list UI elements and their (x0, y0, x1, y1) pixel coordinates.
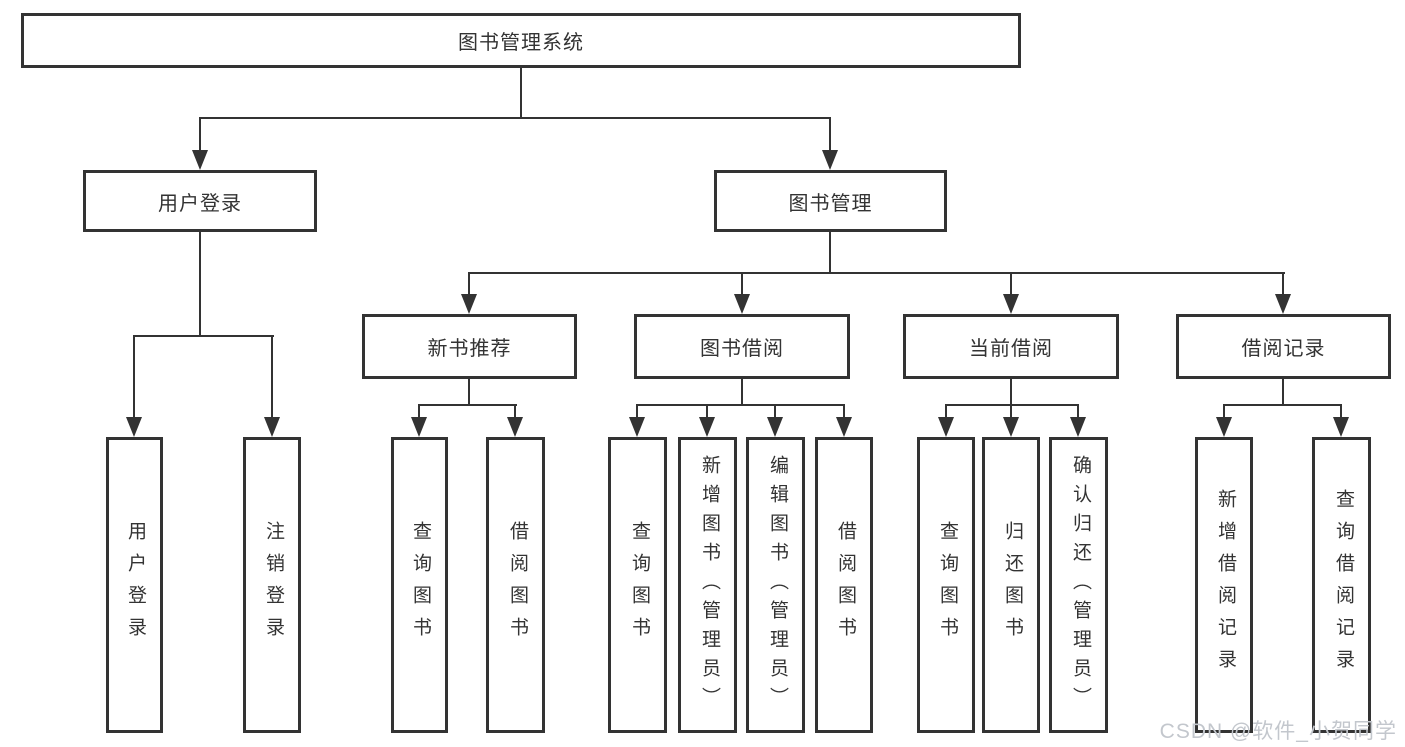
connector-level2-branch (199, 117, 831, 119)
arrow-to-leaf-query-borrow-icon (629, 417, 645, 437)
connector-to-leaf-query-borrow (636, 404, 638, 419)
arrow-to-book-management-icon (822, 150, 838, 170)
connector-to-leaf-add-record (1223, 404, 1225, 419)
arrow-to-leaf-add-record-icon (1216, 417, 1232, 437)
connector-to-leaf-confirm-return (1077, 404, 1079, 419)
leaf-query-borrow-record: 查询借阅记录 (1312, 437, 1371, 733)
arrow-to-leaf-edit-books-icon (767, 417, 783, 437)
arrow-to-leaf-borrow-recommend-icon (507, 417, 523, 437)
leaf-borrow-books-recommend: 借阅图书 (486, 437, 545, 733)
connector-user-login-stem (199, 232, 201, 337)
leaf-query-books-recommend: 查询图书 (391, 437, 448, 733)
connector-borrow-records-branch (1223, 404, 1342, 406)
connector-borrow-records-stem (1282, 379, 1284, 406)
connector-to-leaf-borrow-recommend (514, 404, 516, 419)
connector-book-borrow-stem (741, 379, 743, 406)
connector-new-book-branch (418, 404, 517, 406)
connector-to-leaf-edit-books (774, 404, 776, 419)
connector-to-leaf-logout (271, 335, 273, 420)
leaf-borrow-books: 借阅图书 (815, 437, 873, 733)
connector-current-borrow-stem (1010, 379, 1012, 406)
arrow-to-new-book-recommend-icon (461, 294, 477, 314)
connector-to-leaf-query-current (945, 404, 947, 419)
connector-to-new-book-recommend (468, 272, 470, 296)
node-current-borrow: 当前借阅 (903, 314, 1119, 379)
arrow-to-borrow-records-icon (1275, 294, 1291, 314)
connector-book-borrow-branch (636, 404, 845, 406)
connector-to-leaf-query-recommend (418, 404, 420, 419)
arrow-to-user-login-icon (192, 150, 208, 170)
leaf-return-books: 归还图书 (982, 437, 1040, 733)
arrow-to-current-borrow-icon (1003, 294, 1019, 314)
leaf-query-books-borrow: 查询图书 (608, 437, 667, 733)
connector-book-management-stem (829, 232, 831, 274)
connector-to-borrow-records (1282, 272, 1284, 296)
node-user-login: 用户登录 (83, 170, 317, 232)
connector-new-book-stem (468, 379, 470, 406)
connector-to-leaf-user-login (133, 335, 135, 420)
leaf-confirm-return-admin: 确认归还（管理员） (1049, 437, 1108, 733)
leaf-edit-books-admin: 编辑图书（管理员） (746, 437, 805, 733)
leaf-query-books-current: 查询图书 (917, 437, 975, 733)
connector-to-leaf-borrow-books (843, 404, 845, 419)
connector-to-user-login (199, 117, 201, 153)
arrow-to-leaf-add-books-icon (699, 417, 715, 437)
arrow-to-leaf-user-login-icon (126, 417, 142, 437)
node-new-book-recommend: 新书推荐 (362, 314, 577, 379)
connector-to-leaf-return-books (1010, 404, 1012, 419)
leaf-logout: 注销登录 (243, 437, 301, 733)
connector-to-book-borrow (741, 272, 743, 296)
leaf-add-books-admin: 新增图书（管理员） (678, 437, 737, 733)
node-root-library-system: 图书管理系统 (21, 13, 1021, 68)
arrow-to-leaf-query-current-icon (938, 417, 954, 437)
connector-root-stem (520, 68, 522, 118)
connector-to-leaf-query-record (1340, 404, 1342, 419)
csdn-watermark: CSDN @软件_小贺同学 (1159, 720, 1397, 743)
arrow-to-leaf-query-record-icon (1333, 417, 1349, 437)
node-book-management: 图书管理 (714, 170, 947, 232)
arrow-to-leaf-logout-icon (264, 417, 280, 437)
node-borrow-records: 借阅记录 (1176, 314, 1391, 379)
connector-to-current-borrow (1010, 272, 1012, 296)
connector-user-login-branch (133, 335, 274, 337)
connector-to-book-management (829, 117, 831, 153)
leaf-user-login: 用户登录 (106, 437, 163, 733)
arrow-to-leaf-confirm-return-icon (1070, 417, 1086, 437)
arrow-to-leaf-return-books-icon (1003, 417, 1019, 437)
connector-to-leaf-add-books (706, 404, 708, 419)
arrow-to-leaf-borrow-books-icon (836, 417, 852, 437)
connector-level3-branch (468, 272, 1285, 274)
connector-current-borrow-branch (945, 404, 1079, 406)
leaf-add-borrow-record: 新增借阅记录 (1195, 437, 1253, 733)
node-book-borrow: 图书借阅 (634, 314, 850, 379)
arrow-to-book-borrow-icon (734, 294, 750, 314)
arrow-to-leaf-query-recommend-icon (411, 417, 427, 437)
